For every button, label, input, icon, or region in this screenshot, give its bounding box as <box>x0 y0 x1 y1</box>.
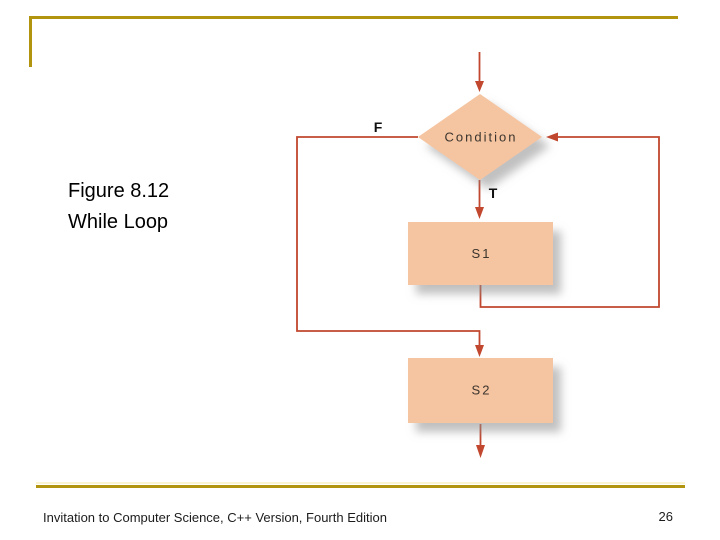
top-accent-corner <box>29 16 32 67</box>
arrowhead-into-s1 <box>475 207 484 219</box>
false-branch-label: F <box>374 119 383 135</box>
arrowhead-into-condition-top <box>475 81 484 92</box>
edge-s1-loopback-to-condition <box>479 136 660 308</box>
true-branch-label: T <box>489 185 498 201</box>
figure-caption: Figure 8.12 While Loop <box>68 176 169 238</box>
arrowhead-exit <box>476 445 485 458</box>
s1-box <box>408 222 553 285</box>
footer-accent-line <box>36 485 685 488</box>
footer-accent-highlight <box>36 482 685 484</box>
figure-number: Figure 8.12 <box>68 180 170 202</box>
figure-title: While Loop <box>68 211 169 233</box>
footer-book-title: Invitation to Computer Science, C++ Vers… <box>43 510 387 525</box>
s2-label: S2 <box>472 383 492 398</box>
arrowhead-into-s2 <box>475 345 484 357</box>
arrowhead-into-condition-right <box>546 132 558 142</box>
condition-diamond <box>418 94 542 180</box>
s2-box <box>408 358 553 423</box>
edge-false-to-s2 <box>296 136 481 346</box>
condition-label: Condition <box>445 130 518 145</box>
top-accent-line <box>29 16 678 19</box>
s1-label: S1 <box>472 246 492 261</box>
slide-page-number: 26 <box>658 509 673 524</box>
